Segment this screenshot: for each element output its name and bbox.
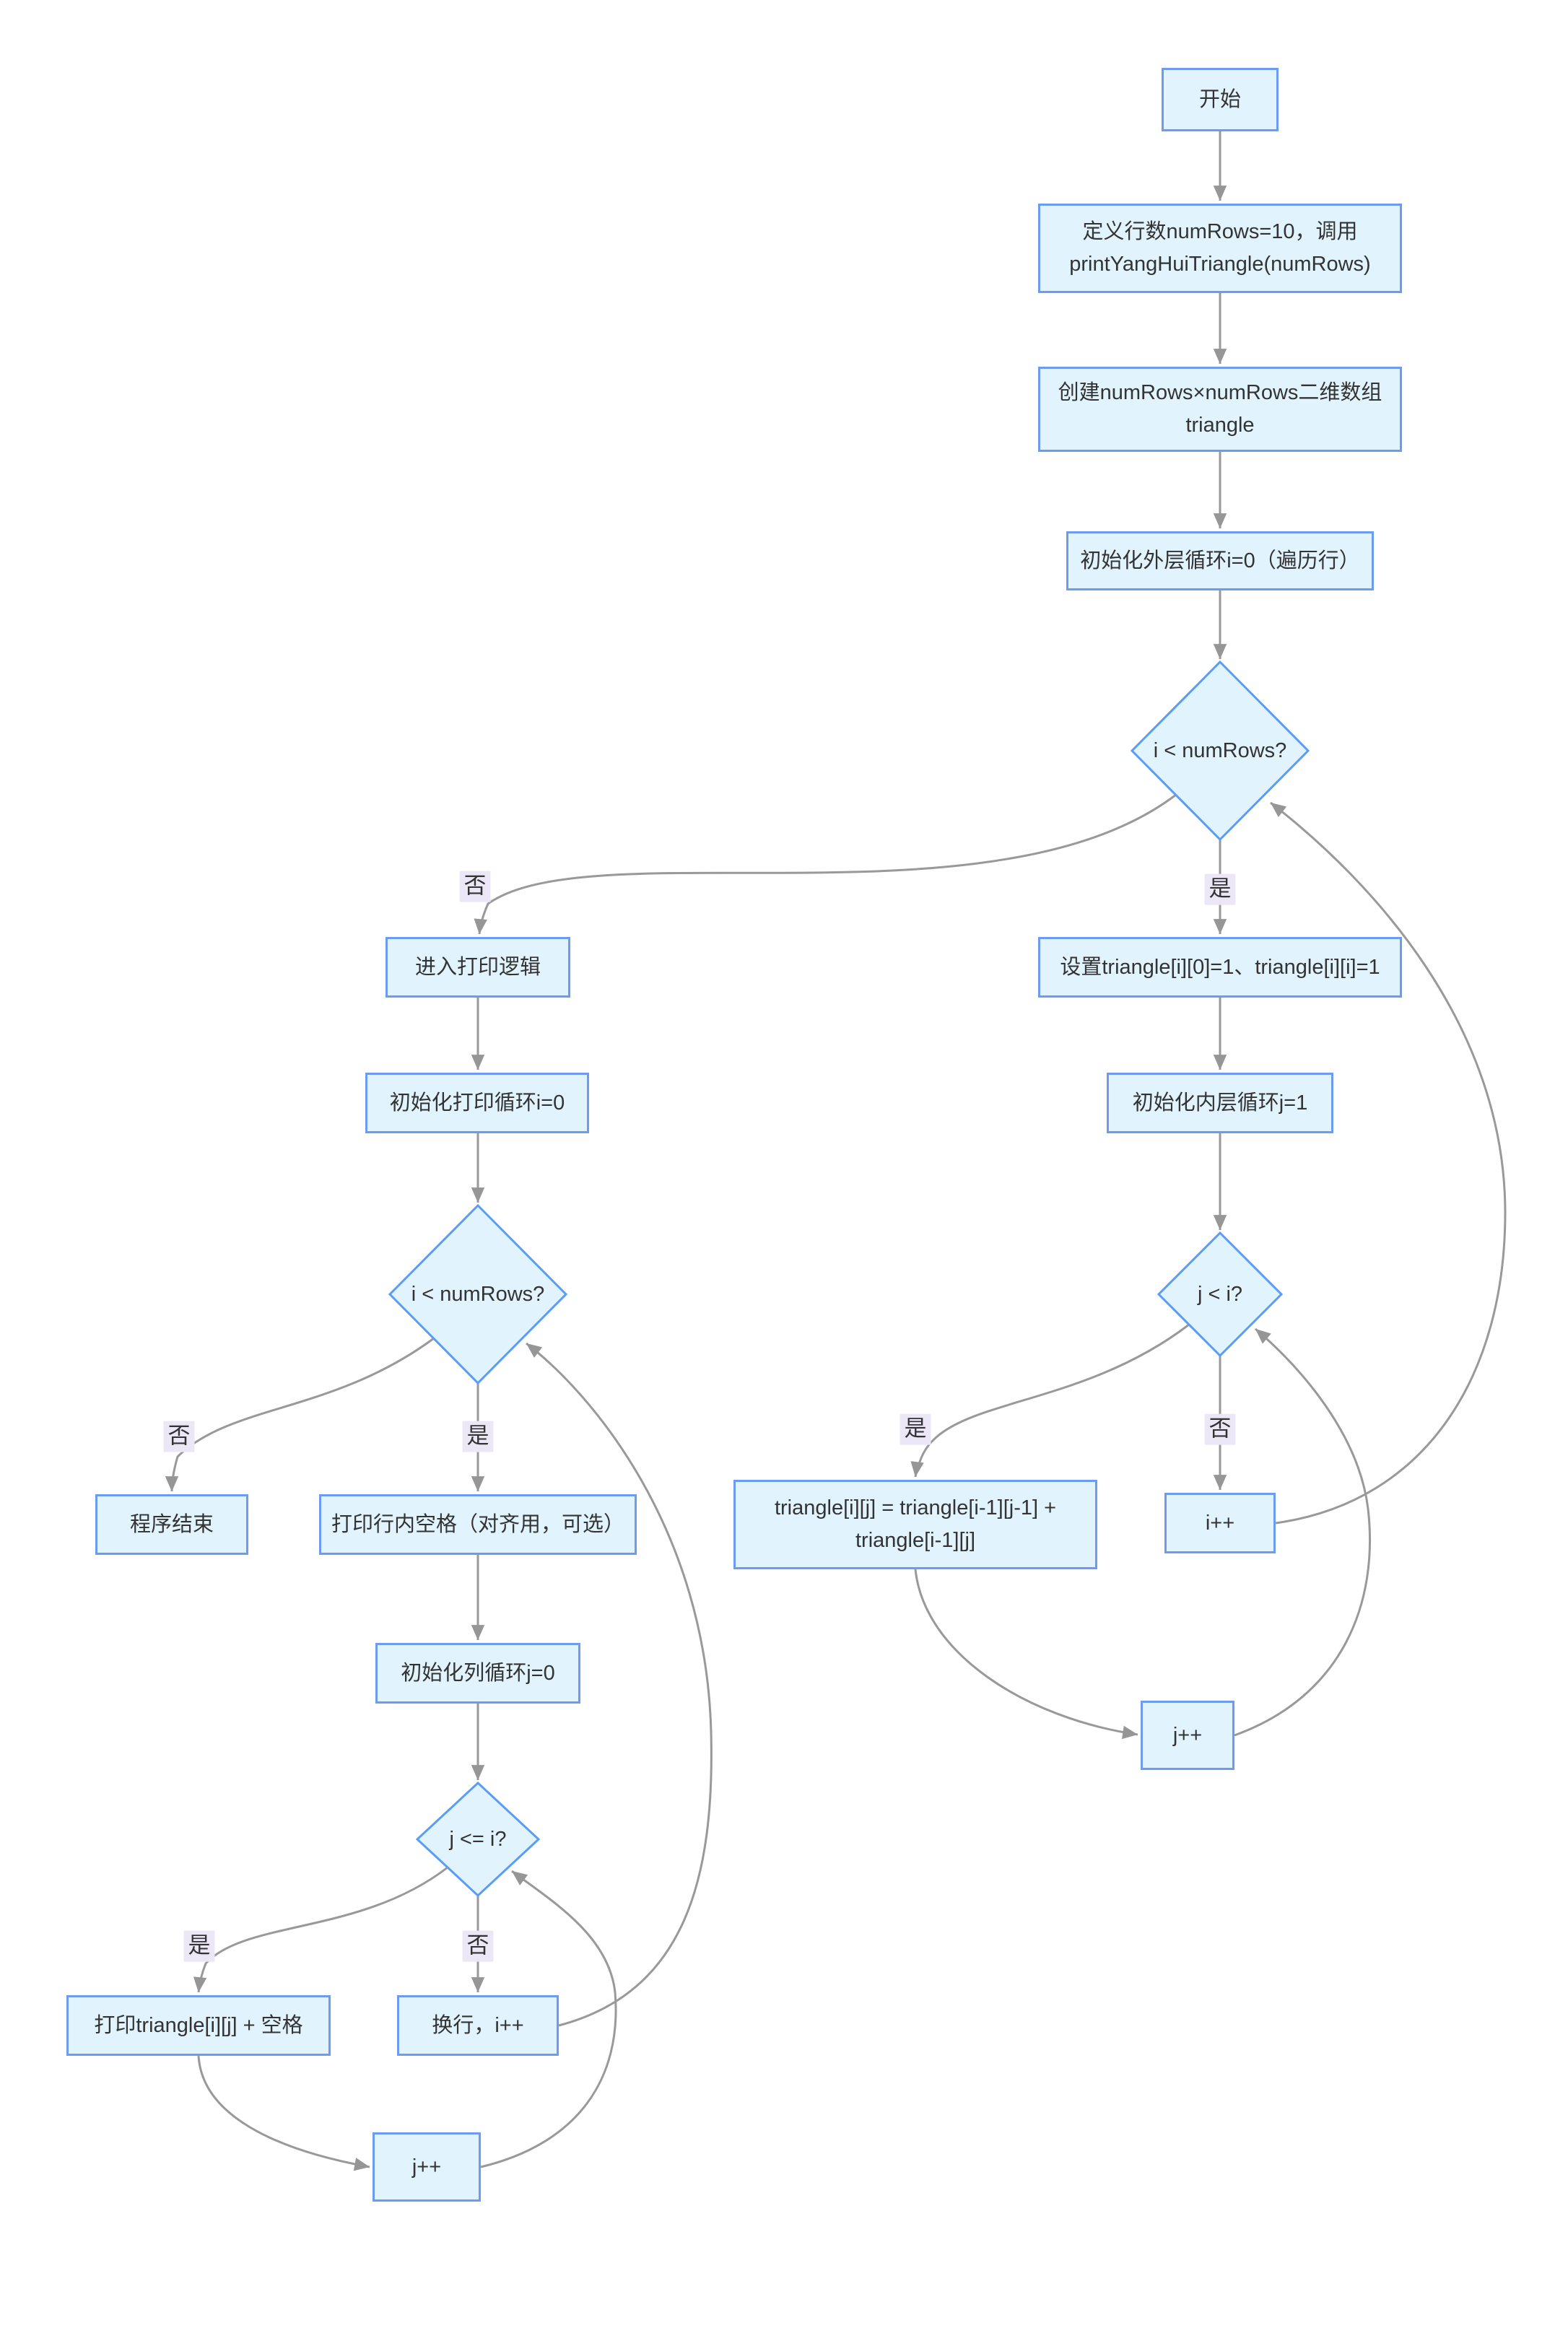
decision-outer-loop <box>1130 660 1310 842</box>
node-label: 初始化打印循环i=0 <box>389 1091 565 1115</box>
edge-label-yes-outer: 是 <box>1204 873 1236 905</box>
decision-print-loop <box>388 1203 568 1385</box>
node-inc-j-bottom: j++ <box>373 2132 481 2202</box>
node-define-rows: 定义行数numRows=10，调用 printYangHuiTriangle(n… <box>1038 204 1402 293</box>
node-label: j++ <box>411 2155 442 2179</box>
edge-label-yes-col: 是 <box>183 1930 215 1962</box>
edge-label-no-col: 否 <box>462 1930 494 1962</box>
node-label: 初始化外层循环i=0（遍历行） <box>1080 549 1360 572</box>
node-create-array: 创建numRows×numRows二维数组 triangle <box>1038 367 1402 452</box>
edge-inc-j-loopback <box>1234 1327 1371 1737</box>
edge-label-yes-print: 是 <box>462 1421 494 1452</box>
edge-print-cell-to-inc-j-bottom <box>197 2055 370 2171</box>
node-label: j++ <box>1172 1723 1203 1747</box>
node-end: 程序结束 <box>95 1494 248 1555</box>
edge-cond-outer-no <box>474 793 1177 935</box>
node-label: 程序结束 <box>129 1512 214 1536</box>
node-print-cell: 打印triangle[i][j] + 空格 <box>66 1995 331 2056</box>
decision-inner-loop <box>1157 1231 1284 1358</box>
node-calc-cell: triangle[i][j] = triangle[i-1][j-1] + tr… <box>733 1480 1097 1569</box>
node-label: 初始化内层循环j=1 <box>1132 1091 1308 1115</box>
node-label: 打印triangle[i][j] + 空格 <box>94 2013 303 2037</box>
node-inc-i: i++ <box>1164 1493 1276 1553</box>
edge-cond-col-yes <box>193 1866 448 1993</box>
node-inc-j-right: j++ <box>1141 1701 1234 1770</box>
node-init-col: 初始化列循环j=0 <box>375 1643 580 1704</box>
node-init-inner: 初始化内层循环j=1 <box>1107 1073 1333 1133</box>
edge-label-no-outer: 否 <box>459 871 491 902</box>
node-init-outer: 初始化外层循环i=0（遍历行） <box>1066 531 1374 590</box>
edge-label-no-inner: 否 <box>1204 1413 1236 1445</box>
node-label: triangle[i][j] = triangle[i-1][j-1] + tr… <box>774 1496 1057 1552</box>
node-label: 开始 <box>1198 87 1241 111</box>
node-label: 创建numRows×numRows二维数组 triangle <box>1058 381 1382 437</box>
node-print-spaces: 打印行内空格（对齐用，可选） <box>319 1494 637 1555</box>
node-label: 换行，i++ <box>432 2013 524 2037</box>
node-label: 设置triangle[i][0]=1、triangle[i][i]=1 <box>1060 955 1380 979</box>
node-label: 打印行内空格（对齐用，可选） <box>331 1512 624 1536</box>
edge-calc-to-inc-j <box>914 1569 1138 1740</box>
edge-inc-i-loopback <box>1270 801 1507 1525</box>
node-start: 开始 <box>1162 68 1279 131</box>
node-label: i++ <box>1205 1511 1235 1535</box>
node-enter-print: 进入打印逻辑 <box>386 937 570 998</box>
node-label: 进入打印逻辑 <box>414 955 541 979</box>
node-set-edges: 设置triangle[i][0]=1、triangle[i][i]=1 <box>1038 937 1402 998</box>
edge-cond-inner-yes <box>910 1323 1190 1478</box>
node-label: 初始化列循环j=0 <box>401 1661 555 1685</box>
edge-cond-print-no <box>165 1337 435 1492</box>
edge-inc-j-bottom-loopback <box>480 1870 617 2168</box>
decision-col-loop <box>415 1781 541 1898</box>
node-init-print: 初始化打印循环i=0 <box>365 1073 589 1133</box>
edge-label-no-print: 否 <box>163 1421 195 1452</box>
edge-newline-loopback <box>526 1342 713 2027</box>
edge-label-yes-inner: 是 <box>900 1413 931 1445</box>
node-label: 定义行数numRows=10，调用 printYangHuiTriangle(n… <box>1069 220 1371 276</box>
node-newline-inc-i: 换行，i++ <box>397 1995 559 2056</box>
